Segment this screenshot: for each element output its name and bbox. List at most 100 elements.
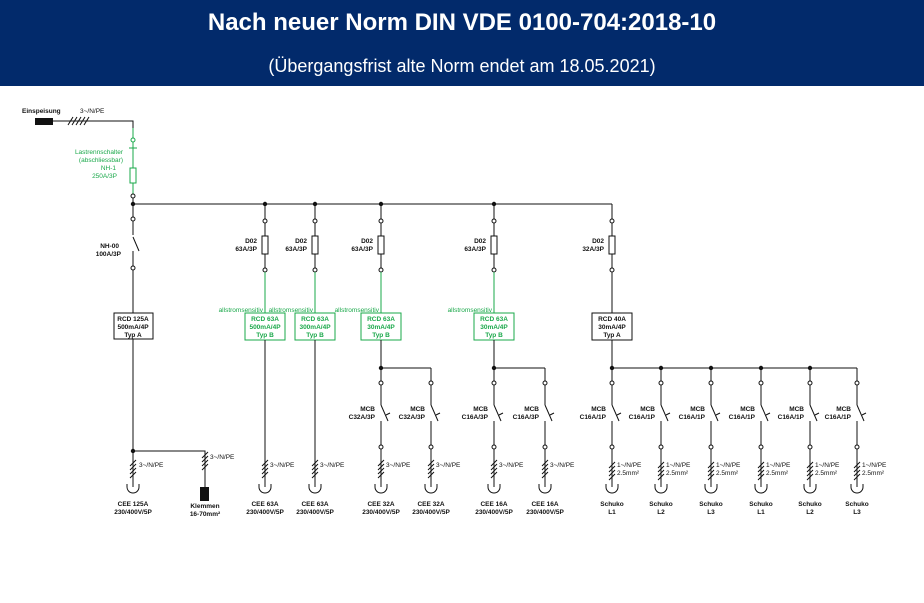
mcb-rating: C32A/3P — [349, 414, 376, 421]
fuse-rating: 63A/3P — [464, 246, 486, 253]
rcd-label: 30mA/4P — [598, 324, 626, 331]
cable-label: 3~/N/PE — [550, 462, 575, 469]
nh00-label-2: 100A/3P — [96, 251, 122, 258]
rcd-label: Typ A — [603, 332, 621, 339]
rcd-label: Typ B — [372, 332, 390, 339]
cable-size: 2.5mm² — [815, 470, 838, 477]
disconnector-label-1: Lastrennschalter — [75, 149, 124, 156]
mcb-group-schuko: MCBC16A/1P1~/N/PE2.5mm²SchukoL1MCBC16A/1… — [580, 356, 887, 516]
cable-size: 2.5mm² — [862, 470, 885, 477]
socket-icon — [538, 486, 552, 494]
rcd-label: RCD 63A — [251, 316, 279, 323]
rcd-label: Typ B — [256, 332, 274, 339]
page-title: Nach neuer Norm DIN VDE 0100-704:2018-10 — [207, 9, 717, 36]
outlet-rating: 230/400V/5P — [526, 509, 564, 516]
rcd-label: RCD 63A — [480, 316, 508, 323]
fuse-label: D02 — [592, 238, 604, 245]
mcb-rating: C16A/3P — [462, 414, 489, 421]
outlet-phase: L3 — [853, 509, 861, 516]
cable-size: 2.5mm² — [617, 470, 640, 477]
cable-label: 3~/N/PE — [270, 462, 295, 469]
cable-label: 1~/N/PE — [862, 462, 887, 469]
mcb-label: MCB — [789, 406, 804, 413]
fuse-icon — [608, 235, 616, 255]
svg-text:Typ A: Typ A — [124, 332, 142, 339]
cable-size: 2.5mm² — [666, 470, 689, 477]
outlet-phase: L1 — [608, 509, 616, 516]
sensitivity-label: allstromsensitiv — [335, 307, 380, 314]
socket-icon — [754, 486, 768, 494]
socket-icon — [704, 486, 718, 494]
svg-text:3~/N/PE: 3~/N/PE — [210, 454, 235, 461]
mcb-rating: C16A/1P — [629, 414, 656, 421]
fuse-rating: 63A/3P — [235, 246, 257, 253]
mcb-label: MCB — [690, 406, 705, 413]
circuit-diagram: Einspeisung 3~/N/PE Lastrennschalter (ab… — [22, 108, 887, 518]
outlet-label: Schuko — [798, 501, 822, 508]
cable-label: 1~/N/PE — [617, 462, 642, 469]
supply-feed: Einspeisung 3~/N/PE — [22, 108, 134, 128]
supply-label: Einspeisung — [22, 108, 61, 115]
socket-icon — [126, 486, 140, 494]
svg-text:230/400V/5P: 230/400V/5P — [114, 509, 152, 516]
sensitivity-label: allstromsensitiv — [269, 307, 314, 314]
busbar — [130, 198, 612, 207]
outlet-label: CEE 32A — [367, 501, 394, 508]
mcb-rating: C16A/1P — [778, 414, 805, 421]
socket-icon — [374, 486, 388, 494]
outlet-rating: 230/400V/5P — [362, 509, 400, 516]
outlet-label: CEE 16A — [480, 501, 507, 508]
fuse-icon — [261, 235, 269, 255]
svg-text:500mA/4P: 500mA/4P — [117, 324, 149, 331]
outlet-rating: 230/400V/5P — [412, 509, 450, 516]
supply-connector — [35, 118, 53, 125]
mcb-rating: C16A/1P — [825, 414, 852, 421]
rcd-box — [591, 312, 633, 341]
mcb-label: MCB — [360, 406, 375, 413]
main-disconnector: Lastrennschalter (abschliessbar) NH-1 25… — [75, 128, 137, 199]
mcb-rating: C32A/3P — [399, 414, 426, 421]
fuse-label: D02 — [361, 238, 373, 245]
outlet-label: Schuko — [749, 501, 773, 508]
cable-label: 1~/N/PE — [766, 462, 791, 469]
mcb-rating: C16A/1P — [729, 414, 756, 421]
rcd-label: 500mA/4P — [249, 324, 281, 331]
mcb-label: MCB — [524, 406, 539, 413]
fuse-icon — [490, 235, 498, 255]
sensitivity-label: allstromsensitiv — [219, 307, 264, 314]
cable-label: 1~/N/PE — [815, 462, 840, 469]
cable-label: 3~/N/PE — [320, 462, 345, 469]
mcb-label: MCB — [591, 406, 606, 413]
socket-icon — [850, 486, 864, 494]
socket-icon — [258, 486, 272, 494]
rcd-label: RCD 63A — [367, 316, 395, 323]
fuse-rating: 63A/3P — [285, 246, 307, 253]
header-banner: Nach neuer Norm DIN VDE 0100-704:2018-10… — [0, 0, 924, 86]
page-subtitle: (Übergangsfrist alte Norm endet am 18.05… — [268, 56, 656, 76]
disconnector-label-4: 250A/3P — [92, 173, 117, 180]
cable-label: 3~/N/PE — [436, 462, 461, 469]
rcd-box — [360, 312, 402, 341]
mcb-label: MCB — [640, 406, 655, 413]
outlet-rating: 230/400V/5P — [246, 509, 284, 516]
socket-icon — [605, 486, 619, 494]
socket-icon — [487, 486, 501, 494]
svg-text:16-70mm²: 16-70mm² — [190, 511, 221, 518]
rcd-label: 300mA/4P — [299, 324, 331, 331]
svg-text:3~/N/PE: 3~/N/PE — [139, 462, 164, 469]
socket-icon — [654, 486, 668, 494]
cable-size: 2.5mm² — [716, 470, 739, 477]
mcb-rating: C16A/1P — [580, 414, 607, 421]
terminal-block-icon — [200, 487, 209, 501]
outlet-label: CEE 32A — [417, 501, 444, 508]
outlet-phase: L1 — [757, 509, 765, 516]
outlet-label: CEE 16A — [531, 501, 558, 508]
rcd-box — [244, 312, 286, 341]
